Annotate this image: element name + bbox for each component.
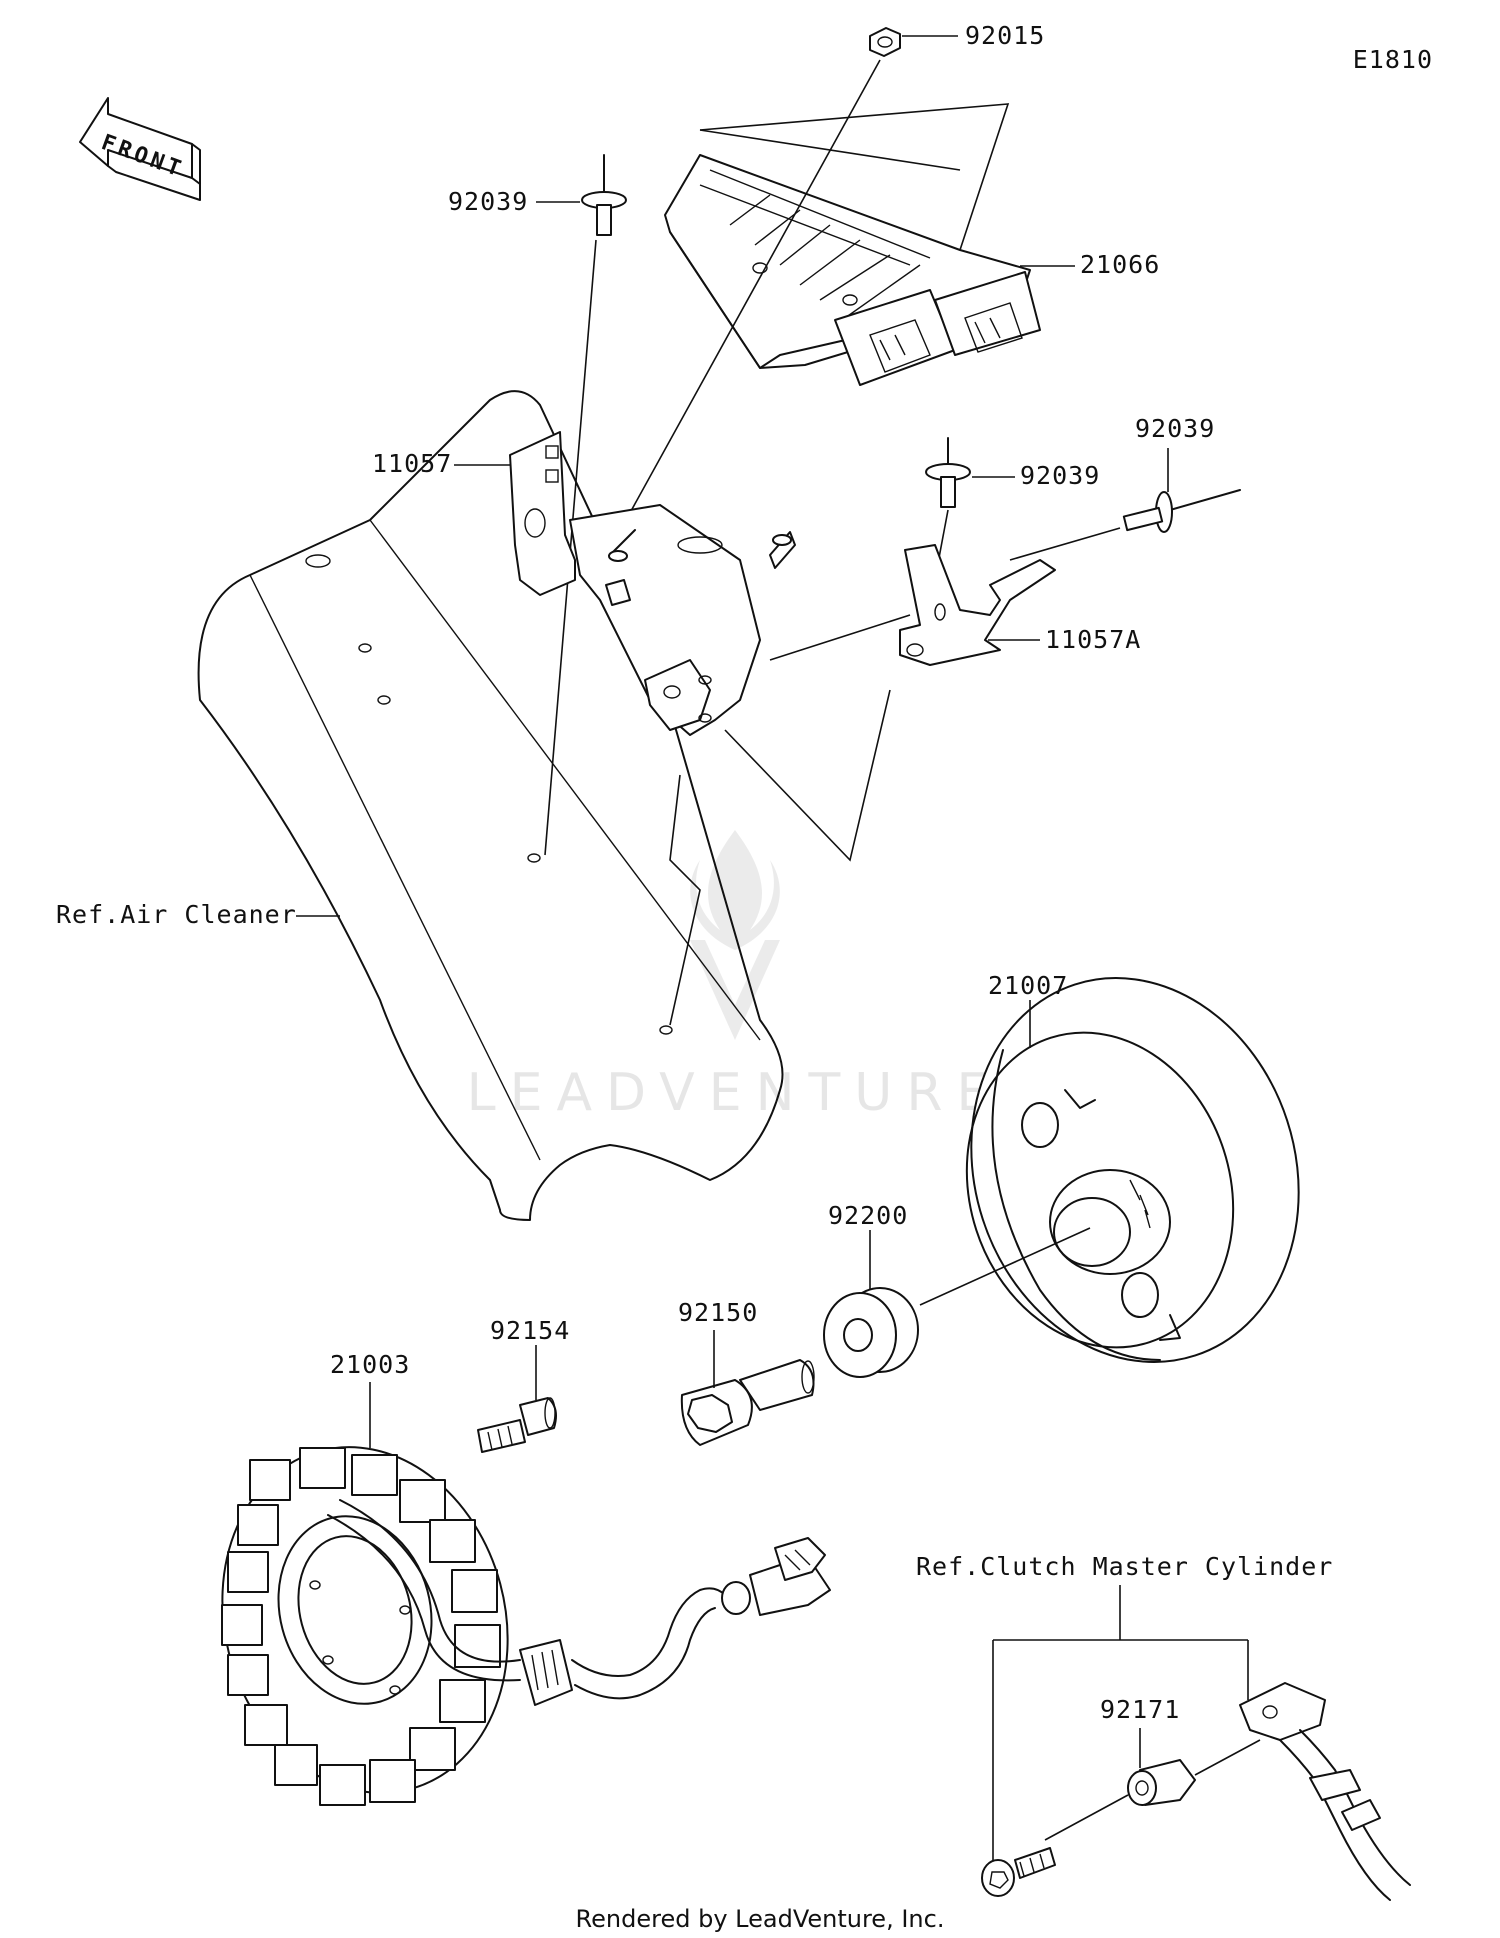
label-92154: 92154 xyxy=(490,1316,570,1345)
label-21066: 21066 xyxy=(1080,250,1160,279)
label-11057: 11057 xyxy=(372,449,452,478)
label-92150: 92150 xyxy=(678,1298,758,1327)
bolt-92154 xyxy=(477,1397,557,1453)
leadventure-watermark: LEADVENTURE xyxy=(467,830,1004,1123)
washer-92200 xyxy=(823,1287,919,1378)
ref-air-cleaner-label: Ref.Air Cleaner xyxy=(56,900,297,929)
label-11057A: 11057A xyxy=(1045,625,1141,654)
clutch-master-cylinder-part xyxy=(1239,1682,1411,1901)
watermark-text: LEADVENTURE xyxy=(467,1063,1004,1123)
label-21003: 21003 xyxy=(330,1350,410,1379)
front-arrow: FRONT xyxy=(79,97,201,201)
rivet-92039-left xyxy=(581,154,627,236)
label-92039-middle: 92039 xyxy=(1020,461,1100,490)
clamp-92171 xyxy=(1127,1759,1196,1806)
stator-wire-harness xyxy=(519,1537,831,1706)
bracket-11057A xyxy=(899,544,1056,666)
nut-92015 xyxy=(869,27,901,57)
bracket-11057 xyxy=(509,431,796,736)
screw-clutch-ref xyxy=(981,1847,1056,1897)
diagram-code: E1810 xyxy=(1353,45,1433,74)
label-92039-right: 92039 xyxy=(1135,414,1215,443)
label-92015: 92015 xyxy=(965,21,1045,50)
label-92200: 92200 xyxy=(828,1201,908,1230)
ref-clutch-master-cylinder-label: Ref.Clutch Master Cylinder xyxy=(916,1552,1333,1581)
bolt-92150 xyxy=(680,1359,815,1446)
rotor-21007 xyxy=(965,977,1300,1363)
label-21007: 21007 xyxy=(988,971,1068,1000)
air-cleaner-housing xyxy=(197,390,784,1221)
regulator-rectifier xyxy=(664,154,1041,386)
rivet-92039-middle xyxy=(925,437,971,508)
label-92171: 92171 xyxy=(1100,1695,1180,1724)
stator-21003 xyxy=(221,1446,521,1806)
footer-credit: Rendered by LeadVenture, Inc. xyxy=(576,1905,945,1933)
rivet-92039-right xyxy=(1122,489,1241,533)
label-92039-left: 92039 xyxy=(448,187,528,216)
